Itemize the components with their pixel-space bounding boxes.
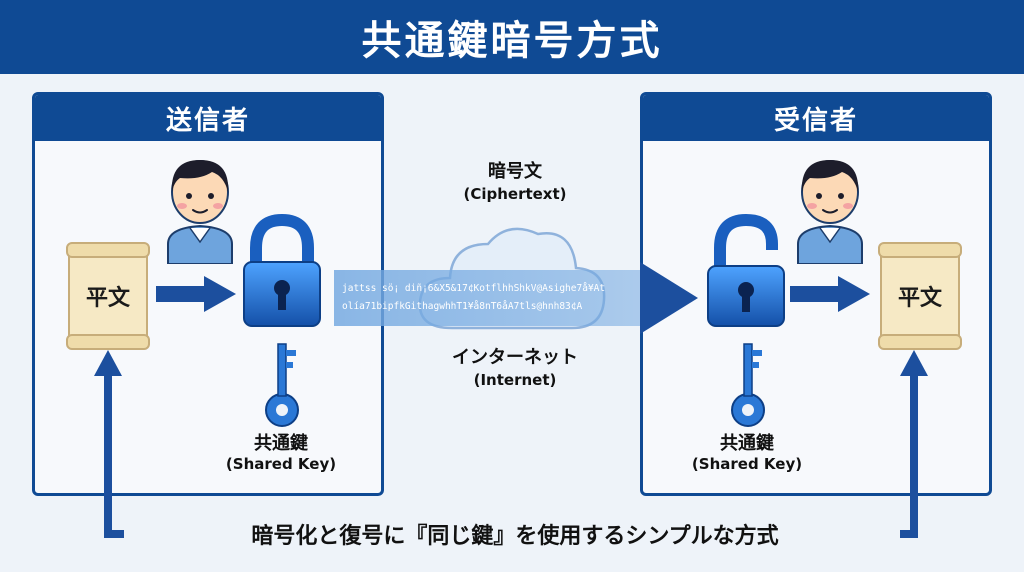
sender-plaintext-label: 平文 [85,286,130,311]
receiver-key-label-en: (Shared Key) [691,455,803,474]
receiver-plaintext-scroll: 平文 [878,242,962,350]
sender-plaintext-scroll: 平文 [66,242,150,350]
receiver-plaintext-label: 平文 [897,286,942,311]
receiver-key-label: 共通鍵 (Shared Key) [672,432,822,475]
decrypt-arrow-icon [790,276,870,312]
sender-heading: 送信者 [35,95,381,141]
ciphertext-label: 暗号文 (Ciphertext) [430,160,600,205]
padlock-closed-icon [243,214,321,327]
internet-label-jp: インターネット [452,347,578,368]
title-bar: 共通鍵暗号方式 [0,0,1024,74]
ciphertext-label-en: (Ciphertext) [463,185,567,204]
internet-label-en: (Internet) [473,371,557,390]
transmission-arrow-icon [640,262,698,334]
sender-key-label: 共通鍵 (Shared Key) [206,432,356,475]
internet-label: インターネット (Internet) [410,346,620,391]
receiver-person-icon [797,160,863,264]
encrypt-arrow-icon [156,276,236,312]
receiver-key-label-jp: 共通鍵 [720,433,774,454]
receiver-key-icon [731,343,765,427]
sender-person-icon [167,160,233,264]
receiver-heading: 受信者 [643,95,989,141]
sender-key-icon [265,343,299,427]
ciphertext-stream: jattss sö¡ diñ¡6&X5&17¢KotflhhShkV@Asigh… [334,270,646,326]
ciphertext-line-1: jattss sö¡ diñ¡6&X5&17¢KotflhhShkV@Asigh… [342,283,606,294]
padlock-open-icon [707,214,785,327]
ciphertext-line-2: olía71bipfkGithagwhhT1¥å8nT6åA7tls@hnh83… [342,301,583,312]
ciphertext-label-jp: 暗号文 [488,161,542,182]
footer-caption: 暗号化と復号に『同じ鍵』を使用するシンプルな方式 [251,524,779,549]
page-title: 共通鍵暗号方式 [361,18,663,64]
sender-key-label-en: (Shared Key) [225,455,337,474]
sender-key-label-jp: 共通鍵 [254,433,308,454]
